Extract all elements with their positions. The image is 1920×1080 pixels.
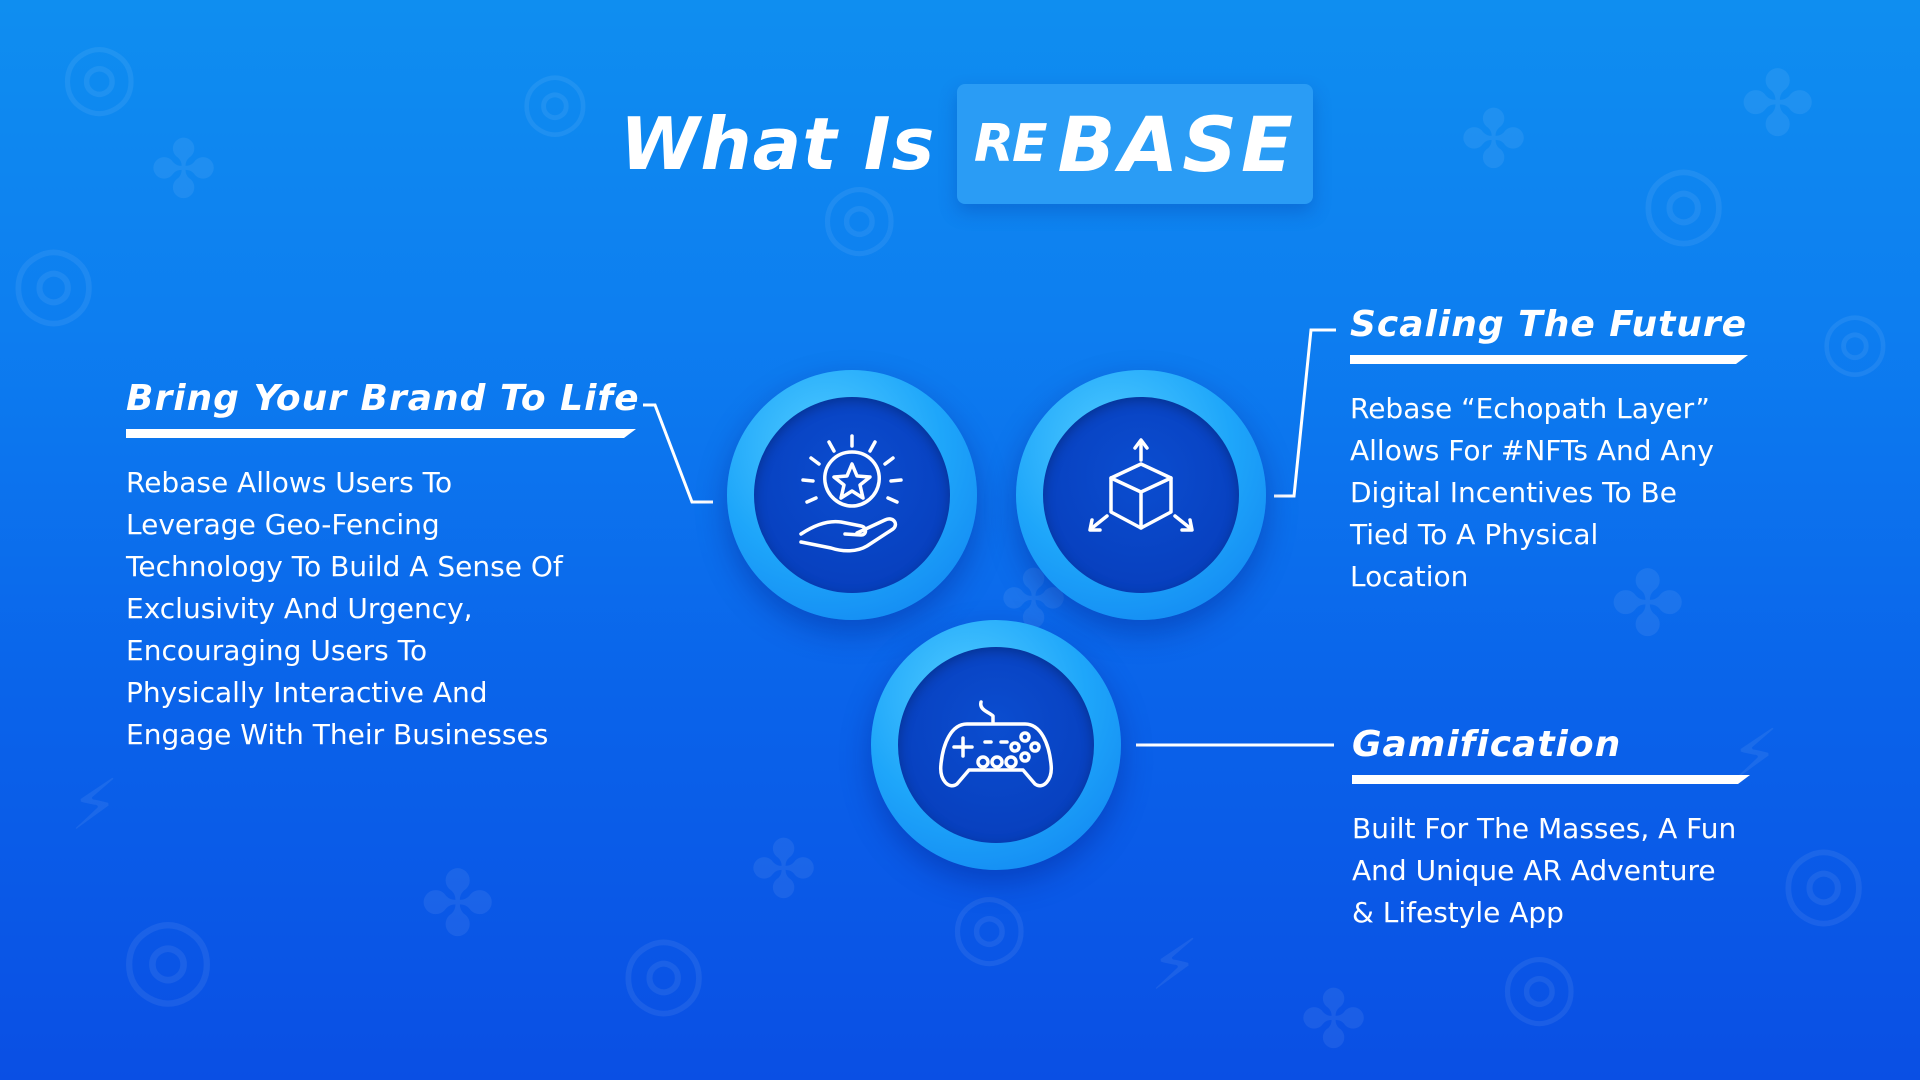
pattern-target-icon: ◎: [60, 22, 139, 127]
section-brand-underline: [126, 429, 636, 438]
section-gamification-underline: [1352, 775, 1750, 784]
brand-icon-circle: [727, 370, 977, 620]
pattern-clover-icon: ✤: [1740, 52, 1816, 157]
body-line: Rebase “Echopath Layer”: [1350, 392, 1710, 425]
pattern-target-icon: ◎: [1640, 141, 1728, 258]
section-brand-body: Rebase Allows Users To Leverage Geo-Fenc…: [126, 462, 640, 756]
body-line: Tied To A Physical: [1350, 518, 1599, 551]
body-line: Encouraging Users To: [126, 634, 428, 667]
pattern-target-icon: ◎: [950, 872, 1029, 977]
body-line: Digital Incentives To Be: [1350, 476, 1677, 509]
gamification-icon-circle: [871, 620, 1121, 870]
pattern-clover-icon: ✤: [150, 123, 218, 216]
pattern-clover-icon: ✤: [1460, 93, 1528, 186]
body-line: Engage With Their Businesses: [126, 718, 549, 751]
cube-arrows-icon: [1088, 438, 1194, 532]
rebase-logo: RE BASE: [957, 84, 1314, 204]
body-line: & Lifestyle App: [1352, 896, 1564, 929]
body-line: And Unique AR Adventure: [1352, 854, 1716, 887]
body-line: Physically Interactive And: [126, 676, 488, 709]
pattern-target-icon: ◎: [1820, 293, 1890, 386]
body-line: Location: [1350, 560, 1469, 593]
section-scaling-body: Rebase “Echopath Layer” Allows For #NFTs…: [1350, 388, 1748, 598]
hand-star-icon: [799, 434, 903, 553]
pattern-target-icon: ◎: [520, 53, 590, 146]
title-prefix: What Is: [620, 102, 936, 186]
pattern-target-icon: ◎: [10, 221, 98, 338]
pattern-bolt-icon: ⚡: [70, 764, 120, 846]
section-gamification-body: Built For The Masses, A Fun And Unique A…: [1352, 808, 1750, 934]
body-line: Technology To Build A Sense Of: [126, 550, 563, 583]
pattern-clover-icon: ✤: [750, 823, 818, 916]
logo-main-text: BASE: [1057, 99, 1297, 189]
gamepad-icon: [939, 700, 1053, 788]
pattern-bolt-icon: ⚡: [1150, 924, 1200, 1006]
pattern-target-icon: ◎: [120, 891, 216, 1019]
body-line: Exclusivity And Urgency,: [126, 592, 473, 625]
pattern-clover-icon: ✤: [420, 852, 496, 957]
pattern-target-icon: ◎: [1500, 932, 1579, 1037]
page-title: What Is RE BASE: [620, 84, 1314, 204]
body-line: Allows For #NFTs And Any: [1350, 434, 1714, 467]
body-line: Built For The Masses, A Fun: [1352, 812, 1737, 845]
body-line: Leverage Geo-Fencing: [126, 508, 440, 541]
section-brand-heading: Bring Your Brand To Life: [126, 378, 640, 419]
scaling-icon-circle: [1016, 370, 1266, 620]
brand-icon-circle-core: [754, 397, 950, 593]
section-gamification-heading: Gamification: [1352, 724, 1622, 765]
scaling-icon-circle-core: [1043, 397, 1239, 593]
section-scaling-underline: [1350, 355, 1748, 364]
section-gamification: Gamification Built For The Masses, A Fun…: [1352, 724, 1750, 934]
logo-prefix-text: RE: [973, 114, 1048, 174]
gamification-icon-circle-core: [898, 647, 1094, 843]
connector-brand: [643, 403, 713, 504]
section-brand: Bring Your Brand To Life Rebase Allows U…: [126, 378, 640, 756]
pattern-target-icon: ◎: [1780, 821, 1868, 938]
pattern-target-icon: ◎: [620, 911, 708, 1028]
connector-scaling: [1274, 328, 1336, 498]
section-scaling-heading: Scaling The Future: [1350, 304, 1748, 345]
pattern-clover-icon: ✤: [1300, 973, 1368, 1066]
section-scaling: Scaling The Future Rebase “Echopath Laye…: [1350, 304, 1748, 598]
body-line: Rebase Allows Users To: [126, 466, 453, 499]
